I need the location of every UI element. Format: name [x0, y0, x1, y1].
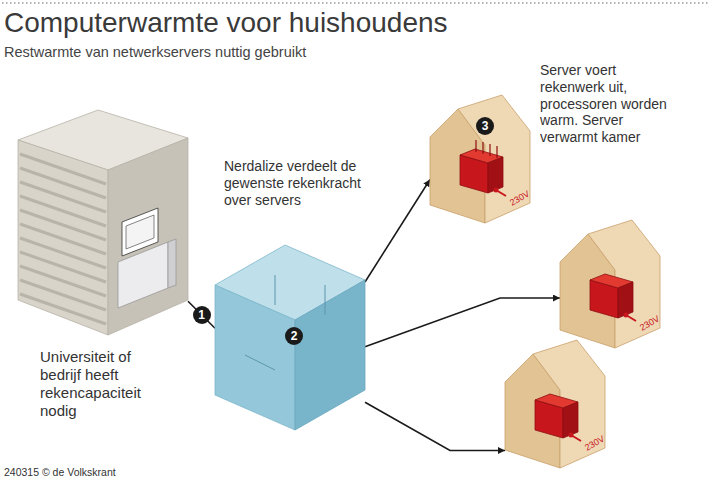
note: Server voert rekenwerk uit, processoren … [540, 62, 680, 146]
facade-stripe [20, 224, 106, 254]
computer-unit [118, 242, 168, 308]
heat-pin [489, 144, 490, 156]
monitor-glass [126, 215, 154, 249]
front-face [18, 140, 108, 335]
building-node [18, 110, 188, 335]
server-side [488, 157, 503, 193]
cube-front [215, 285, 295, 430]
credit: 240315 © de Volkskrant [4, 466, 254, 479]
side-face [108, 138, 188, 335]
title: Computerwarmte voor huishoudens [4, 6, 448, 40]
cube-side [295, 280, 365, 430]
facade-stripe [20, 210, 106, 240]
cube-channel [245, 275, 325, 370]
facade-stripe [20, 182, 106, 212]
power-plug [624, 313, 629, 318]
house-node: 230V [560, 220, 660, 350]
heat-pin [475, 140, 476, 152]
building-outline [18, 110, 188, 335]
power-plug [494, 188, 499, 193]
computer-side [168, 239, 176, 288]
facade-stripe [20, 196, 106, 226]
power-plug [569, 433, 574, 438]
subtitle: Restwarmte van netwerkservers nuttig geb… [4, 44, 444, 61]
server-side [563, 402, 578, 438]
facade-stripe [20, 252, 106, 282]
facade-stripe [20, 266, 106, 296]
server-side [618, 282, 633, 318]
cube-node: 2 [215, 245, 365, 430]
callout-number: 1 [193, 306, 211, 324]
facade-stripe [20, 154, 106, 184]
connector [365, 298, 560, 347]
heat-pin [496, 146, 497, 158]
facade-stripe [20, 280, 106, 310]
connector [365, 180, 430, 283]
connector [188, 301, 215, 328]
callout-number: 3 [476, 117, 494, 135]
connector [365, 402, 505, 450]
facade-stripe [20, 238, 106, 268]
dotted-rule [2, 2, 710, 4]
note: Nerdalize verdeelt de gewenste rekenkrac… [224, 158, 364, 208]
facade-stripe [20, 168, 106, 198]
note: Universiteit of bedrijf heeft rekencapac… [40, 348, 175, 420]
heat-pin [482, 142, 483, 154]
callout-number: 2 [285, 327, 303, 345]
facade-stripe [20, 294, 106, 324]
house-node: 3230V [430, 95, 530, 225]
house-node: 230V [505, 340, 605, 470]
